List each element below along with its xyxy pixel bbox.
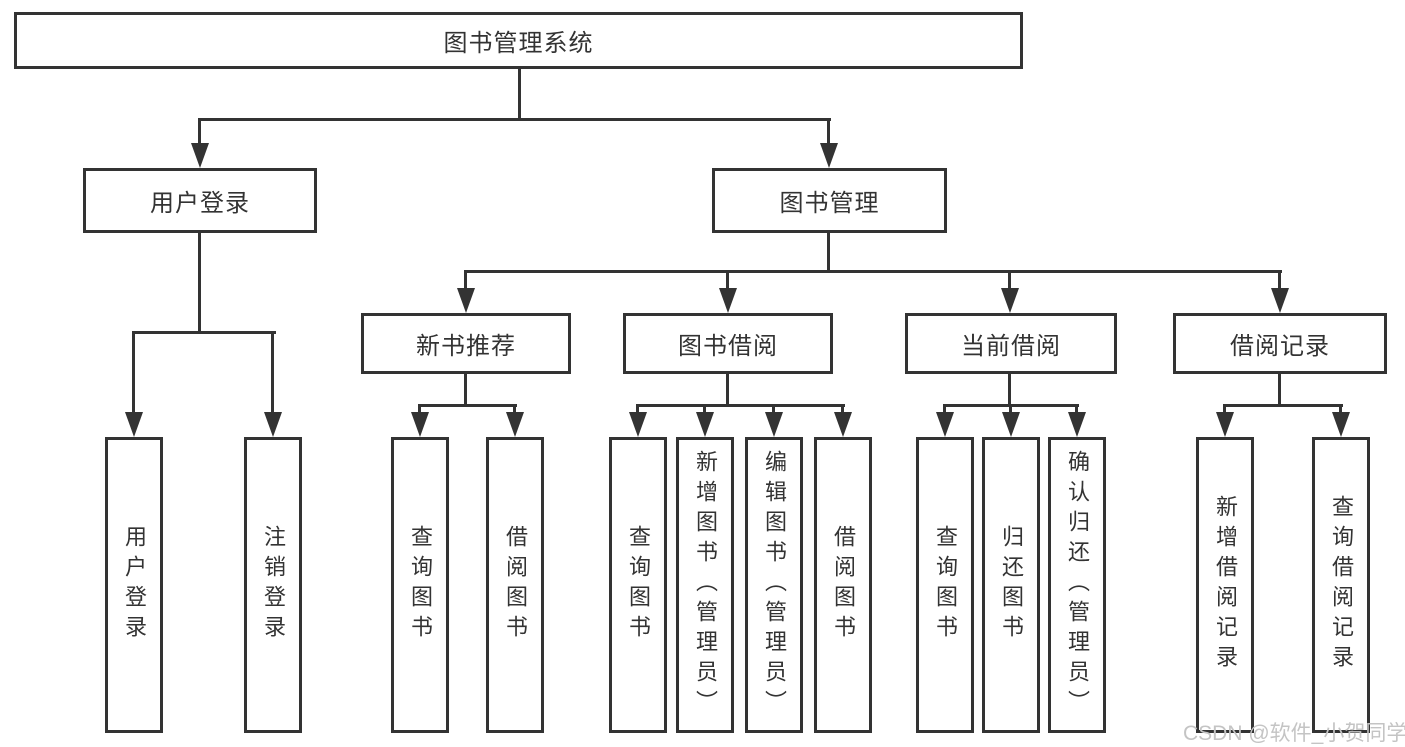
connector-line <box>1339 404 1342 414</box>
connector-line <box>726 374 729 407</box>
leaf-query-borrow-record: 查询借阅记录 <box>1312 437 1370 733</box>
arrowhead-icon <box>457 288 475 313</box>
node-new-book-recommend: 新书推荐 <box>361 313 571 374</box>
node-root: 图书管理系统 <box>14 12 1023 69</box>
arrowhead-icon <box>820 143 838 168</box>
connector-line <box>1008 270 1011 291</box>
node-borrow-records-label: 借阅记录 <box>1230 333 1330 360</box>
connector-line <box>132 331 276 334</box>
arrowhead-icon <box>1068 412 1086 437</box>
connector-line <box>1278 374 1281 407</box>
arrowhead-icon <box>125 412 143 437</box>
leaf-query-borrow-record-label: 查询借阅记录 <box>1329 495 1354 675</box>
leaf-borrow-books: 借阅图书 <box>814 437 872 733</box>
arrowhead-icon <box>411 412 429 437</box>
leaf-return-book: 归还图书 <box>982 437 1040 733</box>
connector-line <box>271 331 274 414</box>
arrowhead-icon <box>719 288 737 313</box>
arrowhead-icon <box>696 412 714 437</box>
connector-line <box>1075 404 1078 414</box>
leaf-logout-label: 注销登录 <box>261 525 286 645</box>
connector-line <box>198 118 831 121</box>
connector-line <box>198 118 201 146</box>
leaf-borrow-books-recommend: 借阅图书 <box>486 437 544 733</box>
leaf-borrow-books-recommend-label: 借阅图书 <box>503 525 528 645</box>
leaf-query-books-current: 查询图书 <box>916 437 974 733</box>
arrowhead-icon <box>191 143 209 168</box>
connector-line <box>464 270 1282 273</box>
node-user-login-label: 用户登录 <box>150 190 250 217</box>
connector-line <box>1278 270 1281 291</box>
leaf-edit-book-admin: 编辑图书（管理员） <box>745 437 803 733</box>
watermark: CSDN @软件_小贺同学 <box>1183 722 1405 745</box>
arrowhead-icon <box>834 412 852 437</box>
arrowhead-icon <box>1271 288 1289 313</box>
leaf-add-book-admin: 新增图书（管理员） <box>676 437 734 733</box>
arrowhead-icon <box>1332 412 1350 437</box>
connector-line <box>1009 404 1012 414</box>
leaf-query-books-recommend-label: 查询图书 <box>408 525 433 645</box>
connector-line <box>518 68 521 121</box>
arrowhead-icon <box>264 412 282 437</box>
connector-line <box>726 270 729 291</box>
connector-line <box>636 404 845 407</box>
connector-line <box>198 233 201 334</box>
connector-line <box>827 118 830 146</box>
connector-line <box>772 404 775 414</box>
node-book-borrow: 图书借阅 <box>623 313 833 374</box>
leaf-query-books-borrow: 查询图书 <box>609 437 667 733</box>
connector-line <box>943 404 946 414</box>
connector-line <box>841 404 844 414</box>
arrowhead-icon <box>1002 412 1020 437</box>
connector-line <box>636 404 639 414</box>
arrowhead-icon <box>936 412 954 437</box>
node-root-label: 图书管理系统 <box>443 30 594 57</box>
leaf-confirm-return-admin: 确认归还（管理员） <box>1048 437 1106 733</box>
connector-line <box>418 404 421 414</box>
node-book-borrow-label: 图书借阅 <box>678 333 778 360</box>
node-user-login: 用户登录 <box>83 168 317 233</box>
leaf-return-book-label: 归还图书 <box>999 525 1024 645</box>
connector-line <box>703 404 706 414</box>
node-borrow-records: 借阅记录 <box>1173 313 1387 374</box>
leaf-logout: 注销登录 <box>244 437 302 733</box>
arrowhead-icon <box>506 412 524 437</box>
node-book-management: 图书管理 <box>712 168 947 233</box>
leaf-query-books-current-label: 查询图书 <box>933 525 958 645</box>
leaf-query-books-borrow-label: 查询图书 <box>626 525 651 645</box>
leaf-user-login-label: 用户登录 <box>122 525 147 645</box>
connector-line <box>464 270 467 291</box>
connector-line <box>464 374 467 407</box>
leaf-user-login: 用户登录 <box>105 437 163 733</box>
leaf-add-book-admin-label: 新增图书（管理员） <box>693 450 718 720</box>
leaf-add-borrow-record-label: 新增借阅记录 <box>1213 495 1238 675</box>
connector-line <box>827 233 830 273</box>
connector-line <box>1008 374 1011 407</box>
connector-line <box>513 404 516 414</box>
arrowhead-icon <box>765 412 783 437</box>
arrowhead-icon <box>629 412 647 437</box>
arrowhead-icon <box>1216 412 1234 437</box>
leaf-query-books-recommend: 查询图书 <box>391 437 449 733</box>
connector-line <box>1223 404 1343 407</box>
node-current-borrow: 当前借阅 <box>905 313 1117 374</box>
node-book-management-label: 图书管理 <box>779 190 880 217</box>
leaf-confirm-return-admin-label: 确认归还（管理员） <box>1065 450 1090 720</box>
node-new-book-recommend-label: 新书推荐 <box>416 333 516 360</box>
leaf-borrow-books-label: 借阅图书 <box>831 525 856 645</box>
connector-line <box>418 404 517 407</box>
connector-line <box>1223 404 1226 414</box>
node-current-borrow-label: 当前借阅 <box>961 333 1061 360</box>
arrowhead-icon <box>1001 288 1019 313</box>
leaf-edit-book-admin-label: 编辑图书（管理员） <box>762 450 787 720</box>
connector-line <box>132 331 135 414</box>
leaf-add-borrow-record: 新增借阅记录 <box>1196 437 1254 733</box>
